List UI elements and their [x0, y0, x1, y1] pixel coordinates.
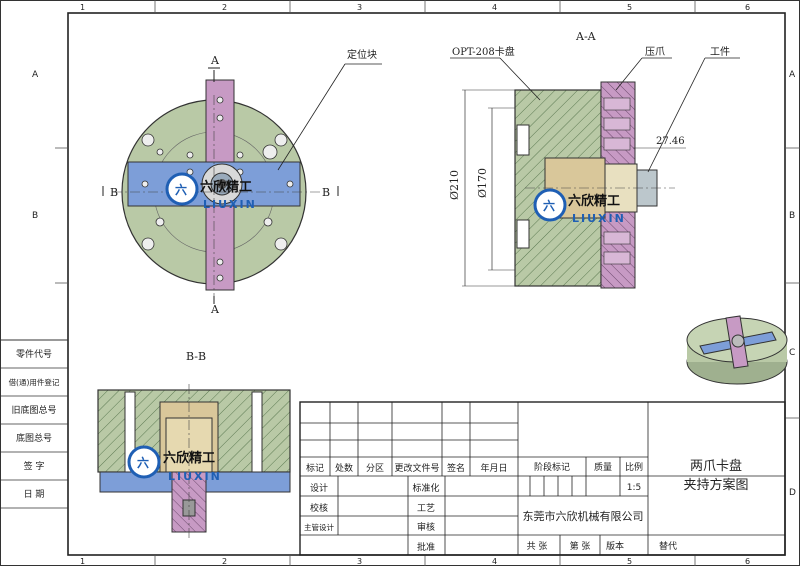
dim-offset: 27.46	[656, 136, 685, 147]
callout-locator: 定位块	[347, 48, 377, 61]
row-letter-left: A	[32, 70, 39, 80]
row-letters: A A B B C D	[32, 70, 796, 498]
title-block-role: 设计	[310, 482, 328, 494]
title-block-role: 工艺	[417, 503, 435, 514]
column-number-bottom: 5	[627, 557, 632, 566]
title-block-footer: 第 张	[570, 540, 591, 552]
dim-inner: Ø170	[476, 168, 489, 198]
column-number-top: 1	[80, 3, 85, 12]
title-block-role: 校核	[310, 502, 328, 514]
row-letter-right: B	[789, 211, 795, 221]
column-number-bottom: 6	[745, 557, 750, 566]
column-number-top: 5	[627, 3, 632, 12]
column-number-top: 6	[745, 3, 750, 12]
row-letter-left: B	[32, 211, 38, 221]
title-block-header: 更改文件号	[394, 462, 439, 474]
callout-chuck: OPT-208卡盘	[452, 45, 515, 58]
column-numbers: 1 1 2 2 3 3 4 4 5 5 6 6	[80, 3, 750, 566]
svg-text:LIUXIN: LIUXIN	[168, 470, 222, 483]
callout-jaw: 压爪	[645, 46, 665, 58]
row-letter-right: C	[789, 348, 795, 358]
column-number-bottom: 2	[222, 557, 227, 566]
row-letter-right: A	[789, 70, 796, 80]
scale-value: 1:5	[627, 483, 641, 493]
isometric-view	[686, 315, 788, 385]
section-b-right: B	[322, 186, 330, 199]
svg-text:六: 六	[175, 182, 187, 197]
title-block-role: 审核	[417, 521, 435, 533]
title-block-header: 签名	[447, 462, 465, 474]
side-table-cell: 底图总号	[16, 432, 52, 444]
svg-text:LIUXIN: LIUXIN	[203, 198, 257, 211]
title-block-footer: 替代	[659, 540, 677, 552]
bb-section-view: B-B 六 六欣精工 LIUXIN	[97, 350, 291, 540]
column-number-top: 3	[357, 3, 362, 12]
title-block-role: 主管设计	[304, 522, 334, 532]
section-a-bottom: A	[210, 303, 220, 316]
svg-text:六: 六	[137, 455, 149, 470]
callout-workpiece: 工件	[710, 46, 730, 58]
side-table-cell: 旧底图总号	[11, 404, 56, 416]
title-block-footer: 共 张	[527, 541, 548, 552]
logo-bb: 六 六欣精工 LIUXIN	[127, 445, 222, 483]
svg-text:LIUXIN: LIUXIN	[572, 212, 626, 225]
title-block-header: 分区	[366, 463, 384, 474]
title-block-role: 标准化	[412, 482, 439, 494]
section-b-left: B	[110, 186, 118, 199]
column-number-top: 2	[222, 3, 227, 12]
title-block-header: 处数	[335, 462, 353, 474]
title-block-role: 批准	[417, 541, 435, 553]
bb-label: B-B	[186, 350, 206, 363]
company-name: 东莞市六欣机械有限公司	[523, 509, 644, 523]
logo-front: 六 六欣精工 LIUXIN	[165, 172, 257, 211]
title-block-header: 标记	[306, 462, 324, 474]
title-block-footer: 版本	[606, 540, 624, 552]
side-table-cell: 日 期	[24, 489, 45, 500]
column-number-bottom: 1	[80, 557, 85, 566]
side-table-cell: 借(通)用件登记	[9, 377, 60, 387]
column-number-bottom: 4	[492, 557, 497, 566]
title-block-header: 年月日	[480, 462, 507, 474]
quality-label: 质量	[594, 461, 612, 473]
drawing-title-line1: 两爪卡盘	[690, 458, 742, 474]
svg-text:六欣精工: 六欣精工	[163, 450, 215, 466]
title-block-text: 标记处数 分区更改文件号签名 年月日设计 标准化校核 工艺主管设计 审核批准 阶段标记 质量 比…	[304, 458, 749, 553]
svg-text:六欣精工: 六欣精工	[200, 179, 252, 195]
section-a-top: A	[210, 54, 220, 67]
stage-label: 阶段标记	[534, 461, 570, 473]
dim-outer: Ø210	[448, 170, 461, 200]
bolt-holes	[141, 96, 294, 282]
side-table-cell: 零件代号	[16, 348, 52, 360]
title-block	[299, 401, 786, 556]
aa-section-view: A-A Ø210 Ø170 27.46 OPT-208卡盘 压爪	[448, 30, 740, 289]
drawing-title-line2: 夹持方案图	[683, 477, 748, 493]
column-number-top: 4	[492, 3, 497, 12]
row-letter-right: D	[789, 488, 796, 498]
column-number-bottom: 3	[357, 557, 362, 566]
svg-text:六欣精工: 六欣精工	[568, 193, 620, 209]
svg-text:六: 六	[543, 198, 555, 213]
side-table-cell: 签 字	[24, 460, 45, 472]
logo-aa: 六 六欣精工 LIUXIN	[533, 188, 626, 225]
scale-label: 比例	[625, 461, 643, 473]
aa-label: A-A	[575, 30, 597, 43]
front-view: A A B B 定位块 六 六欣精工 LIUXIN	[102, 48, 382, 316]
